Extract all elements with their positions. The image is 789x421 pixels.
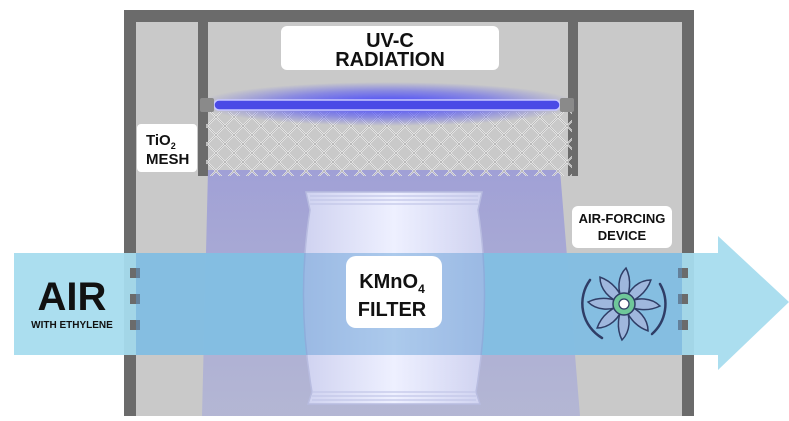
right-wall-vents (678, 268, 688, 330)
device-label-line1: AIR-FORCING (579, 211, 666, 226)
left-wall-vents (130, 268, 140, 330)
air-label: AIR (38, 275, 107, 319)
with-ethylene-label: WITH ETHYLENE (31, 320, 113, 331)
tio2-label-box (137, 124, 197, 172)
filter-label-box (346, 256, 442, 328)
device-label-line2: DEVICE (598, 228, 647, 243)
uv-lamp-icon (200, 98, 574, 112)
filter-label-line1: KMnO4 (359, 271, 425, 296)
fan-icon (581, 266, 667, 342)
filter-label-line2: FILTER (358, 299, 427, 321)
tio2-label: TiO2 (146, 132, 176, 151)
uvc-label-line2: RADIATION (335, 49, 445, 71)
device-label-box (572, 206, 672, 248)
mesh-label: MESH (146, 151, 189, 168)
uvc-label-line1: UV-C (366, 30, 414, 52)
uvc-label-box (281, 26, 499, 70)
